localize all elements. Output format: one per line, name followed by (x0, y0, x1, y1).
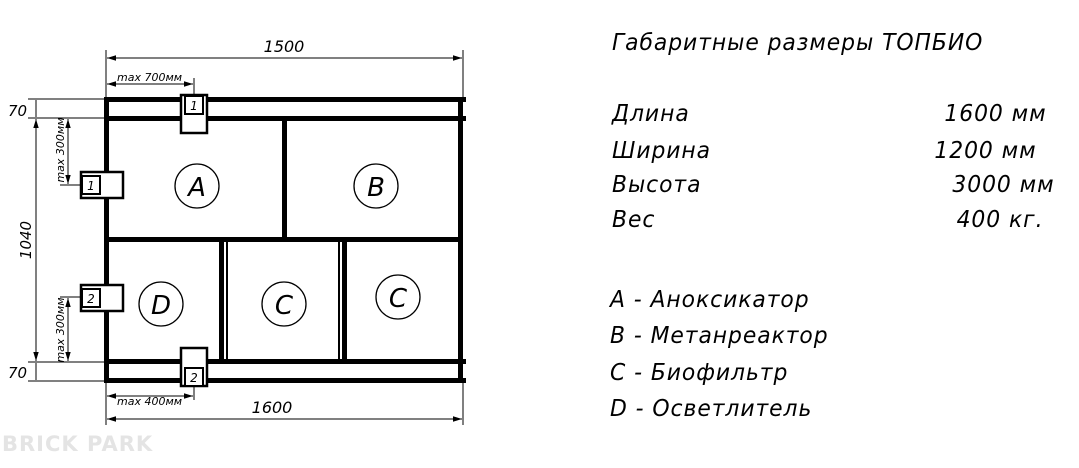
spec-width-value: 1200 мм (934, 138, 1037, 164)
spec-title: Габаритные размеры ТОПБИО (612, 30, 984, 56)
compartment-circles (138, 163, 421, 327)
spec-weight-value: 400 кг. (956, 207, 1043, 233)
spec-length-value: 1600 мм (944, 101, 1047, 127)
port-top-label: 1 (190, 99, 198, 113)
port-left-upper-label: 1 (87, 179, 95, 193)
legend-a: A - Аноксикатор (610, 287, 810, 313)
extension-lines (28, 50, 464, 425)
dim-max-top: max 700мм (117, 71, 182, 84)
watermark: BRICK PARK (2, 432, 154, 456)
dim-max-bottom: max 400мм (117, 395, 182, 408)
dim-max-left-upper: max 300мм (54, 117, 67, 182)
dim-height: 1040 (17, 221, 35, 259)
legend-c: C - Биофильтр (610, 360, 789, 386)
legend-d: D - Осветлитель (610, 396, 813, 422)
dimension-lines (33, 55, 462, 422)
spec-height-value: 3000 мм (952, 172, 1055, 198)
spec-height-label: Высота (612, 172, 702, 198)
dim-max-left-lower: max 300мм (54, 297, 67, 362)
compartment-b-label: B (367, 173, 385, 203)
compartment-d-label: D (151, 291, 171, 321)
dim-top-margin: 70 (8, 102, 27, 120)
legend-b: B - Метанреактор (610, 323, 829, 349)
port-left-lower-label: 2 (87, 292, 95, 306)
port-labels-frames (81, 95, 204, 387)
tank-outline (104, 97, 466, 383)
dim-bottom-width: 1600 (252, 398, 293, 417)
dim-bottom-margin: 70 (8, 364, 27, 382)
port-bottom-label: 2 (190, 371, 198, 385)
compartment-c2-label: C (389, 284, 408, 314)
compartment-c1-label: C (275, 291, 294, 321)
spec-length-label: Длина (612, 101, 690, 127)
spec-width-label: Ширина (612, 138, 712, 164)
spec-weight-label: Вес (612, 207, 656, 233)
compartment-a-label: A (186, 173, 206, 203)
dim-top-width: 1500 (264, 37, 305, 56)
